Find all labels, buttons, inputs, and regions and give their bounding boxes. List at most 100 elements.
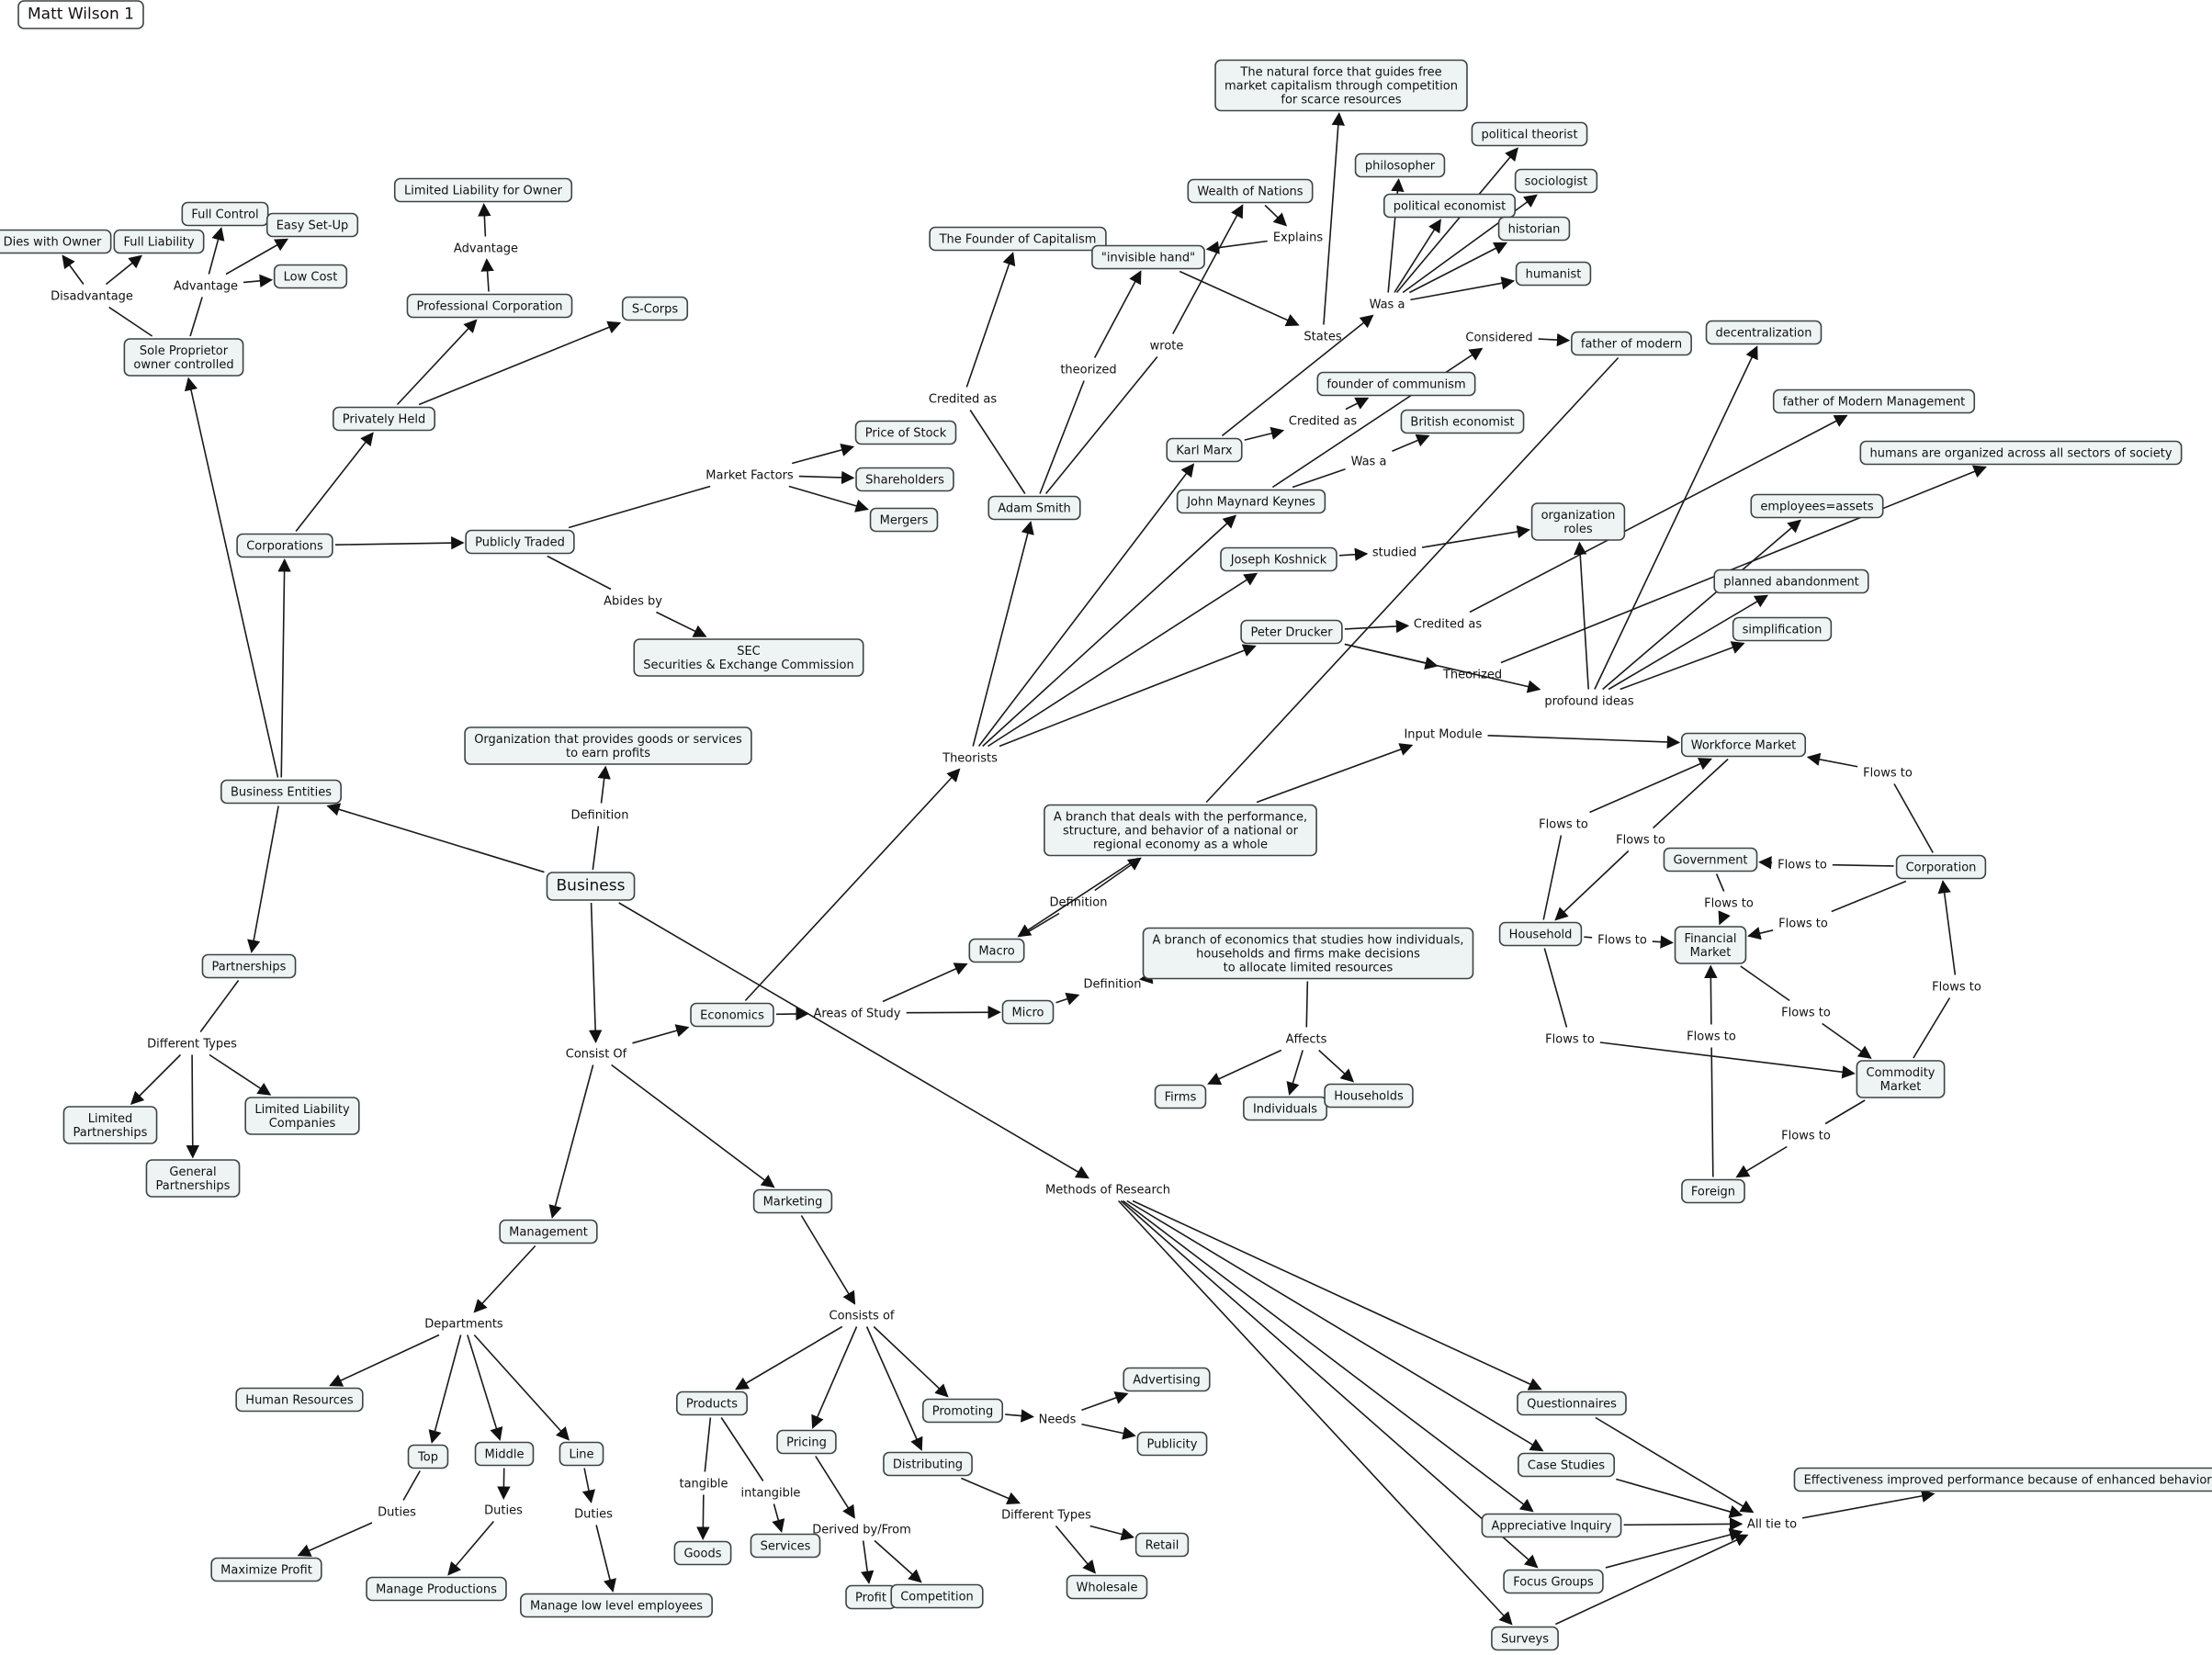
svg-text:studied: studied — [1372, 546, 1416, 560]
svg-text:States: States — [1304, 331, 1341, 344]
svg-text:Flows to: Flows to — [1781, 1130, 1831, 1143]
connector-market_factors-to-mergers — [788, 485, 869, 512]
connector-f10-to-corporation — [1937, 880, 1957, 975]
svg-text:political theorist: political theorist — [1481, 129, 1577, 142]
svg-text:Flows to: Flows to — [1778, 859, 1827, 873]
node-firms: Firms — [1154, 1084, 1207, 1109]
node-corporations: Corporations — [236, 533, 333, 558]
node-goods: Goods — [673, 1540, 732, 1566]
connector-invisible_hand-to-states — [1179, 270, 1300, 327]
flows-to-label: Flows to — [1545, 1033, 1595, 1047]
svg-text:Mergers: Mergers — [880, 514, 929, 528]
svg-text:Explains: Explains — [1273, 231, 1324, 245]
connector-methods_of_research-to-appreciative_inquiry — [1123, 1199, 1534, 1513]
connector-f8-to-commodity_market — [1599, 1041, 1856, 1079]
svg-text:historian: historian — [1508, 223, 1561, 237]
node-full-control: Full Control — [181, 201, 269, 227]
flows-to-label: Flows to — [1616, 834, 1665, 848]
node-micro: Micro — [1001, 999, 1055, 1025]
svg-text:Peter Drucker: Peter Drucker — [1250, 626, 1333, 640]
svg-text:Was a: Was a — [1351, 456, 1387, 469]
node-business-entities: Business Entities — [220, 779, 342, 805]
svg-text:political economist: political economist — [1394, 200, 1506, 214]
connector-credited_as_drucker-to-father_modern_mgmt — [1469, 414, 1848, 614]
connector-all_tie_to-to-effectiveness — [1801, 1489, 1936, 1519]
connector-appreciative_inquiry-to-all_tie_to — [1623, 1517, 1744, 1531]
node-dies-with-owner: Dies with Owner — [0, 229, 112, 254]
connector-departments-to-line — [473, 1334, 570, 1441]
svg-text:Theorized: Theorized — [1442, 669, 1502, 682]
node-disadvantage: Disadvantage — [51, 290, 133, 304]
svg-text:Departments: Departments — [424, 1318, 503, 1332]
node-top: Top — [407, 1444, 449, 1469]
connector-products-to-intangible — [720, 1417, 764, 1481]
svg-text:John Maynard Keynes: John Maynard Keynes — [1186, 496, 1315, 510]
node-derived-by: Derived by/From — [812, 1524, 911, 1537]
node-was-a-smith: Was a — [1370, 298, 1405, 312]
connector-karl_marx-to-credited_as_marx — [1244, 426, 1285, 441]
svg-text:Flows to: Flows to — [1781, 1007, 1831, 1020]
connector-different_types_p-to-general_partnerships — [186, 1054, 199, 1159]
svg-text:Manage Productions: Manage Productions — [376, 1583, 497, 1597]
connector-areas_of_study-to-macro — [882, 963, 968, 1003]
svg-text:father of modern: father of modern — [1581, 338, 1682, 352]
connector-focus_groups-to-all_tie_to — [1605, 1528, 1744, 1569]
node-different-types-p: Different Types — [147, 1038, 237, 1052]
connector-credited_as_marx-to-founder_communism — [1345, 397, 1370, 411]
connector-considered-to-father_of_modern — [1538, 332, 1571, 347]
connector-input_module-to-workforce_market — [1487, 734, 1681, 749]
flows-to-label: Flows to — [1778, 859, 1827, 873]
svg-text:Publicly Traded: Publicly Traded — [475, 536, 565, 550]
node-humanist: humanist — [1515, 261, 1592, 287]
connector-corporation-to-f3 — [1832, 863, 1894, 867]
node-marketing: Marketing — [752, 1188, 833, 1214]
connector-definition_macro-to-macro_def — [1094, 857, 1142, 892]
svg-text:Marketing: Marketing — [763, 1196, 823, 1210]
connector-different_types_d-to-wholesale — [1055, 1525, 1096, 1574]
connector-consists_of-to-pricing — [811, 1326, 858, 1429]
connector-sole_proprietor-to-disadvantage — [108, 306, 153, 337]
connector-foreign-to-f9 — [1710, 1047, 1714, 1177]
node-consists-of: Consists of — [830, 1310, 895, 1323]
node-definition-micro: Definition — [1084, 978, 1142, 992]
node-wealth-of-nations: Wealth of Nations — [1187, 178, 1314, 204]
svg-text:decentralization: decentralization — [1716, 327, 1812, 341]
node-partnerships: Partnerships — [201, 953, 297, 979]
node-decentralization: decentralization — [1705, 320, 1823, 345]
connector-duties_top-to-maximize_profit — [297, 1522, 373, 1557]
svg-text:Needs: Needs — [1039, 1413, 1077, 1427]
connector-pricing-to-derived_by — [815, 1456, 855, 1519]
svg-text:Human Resources: Human Resources — [245, 1394, 354, 1408]
connector-business_entities-to-corporations — [277, 558, 291, 778]
connector-consists_of-to-promoting — [873, 1325, 949, 1398]
node-retail: Retail — [1134, 1532, 1190, 1558]
node-management: Management — [499, 1219, 598, 1244]
connector-macro_def-to-input_module — [1256, 743, 1414, 804]
svg-text:Foreign: Foreign — [1691, 1186, 1735, 1199]
svg-text:Flows to: Flows to — [1932, 981, 1981, 995]
node-founder-communism: founder of communism — [1316, 371, 1476, 397]
svg-text:Middle: Middle — [485, 1448, 525, 1462]
connector-theorists-to-keynes — [982, 514, 1237, 748]
node-macro: Macro — [968, 938, 1025, 963]
connector-business-to-methods_of_research — [618, 902, 1089, 1179]
node-studied: studied — [1372, 546, 1416, 560]
svg-text:Promoting: Promoting — [932, 1405, 993, 1419]
connector-promoting-to-needs — [1005, 1409, 1034, 1423]
svg-text:intangible: intangible — [741, 1487, 801, 1501]
connector-financial_market-to-f7 — [1740, 965, 1790, 1002]
connector-f5-to-financial_market — [1747, 927, 1774, 940]
connector-case_studies-to-all_tie_to — [1616, 1478, 1744, 1518]
connector-methods_of_research-to-focus_groups — [1120, 1199, 1539, 1569]
svg-text:Services: Services — [761, 1540, 811, 1554]
connector-was_a_smith-to-political_theorist — [1395, 147, 1518, 294]
svg-text:Theorists: Theorists — [942, 752, 998, 766]
node-credited-as-smith: Credited as — [929, 393, 997, 407]
svg-text:Duties: Duties — [574, 1508, 613, 1522]
